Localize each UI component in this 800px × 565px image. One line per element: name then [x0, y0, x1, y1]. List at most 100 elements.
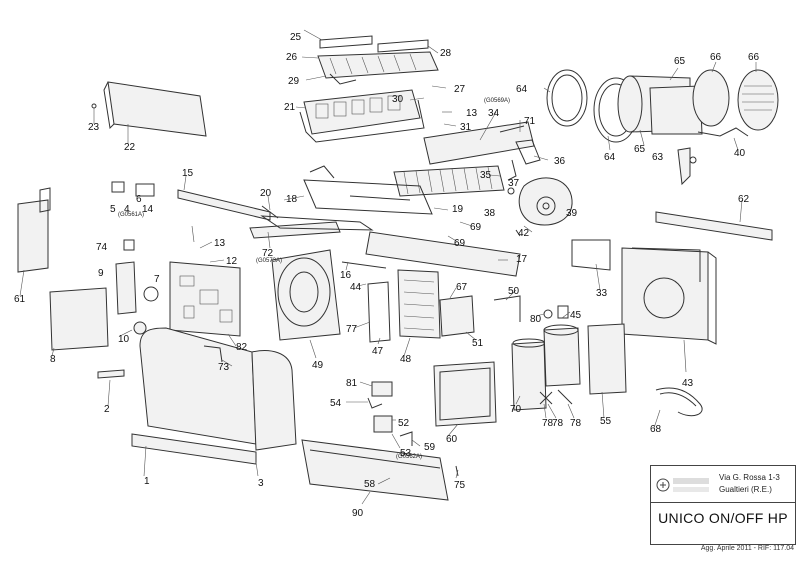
- part-label-90: 90: [352, 508, 364, 519]
- part-label-30: 30: [392, 94, 404, 105]
- part-label-55: 55: [600, 416, 612, 427]
- part-label-66: 66: [710, 52, 722, 63]
- part-label-36: 36: [554, 156, 566, 167]
- part-label-66: 66: [748, 52, 760, 63]
- part-label-64: 64: [516, 84, 528, 95]
- code-g0569a: (G0569A): [484, 98, 510, 104]
- part-label-78: 78: [570, 418, 582, 429]
- part-label-42: 42: [518, 228, 530, 239]
- part-label-81: 81: [346, 378, 358, 389]
- base-tray: [301, 439, 459, 501]
- part-label-65: 65: [674, 56, 686, 67]
- part-label-3: 3: [258, 478, 264, 489]
- condenser-coil: [367, 269, 441, 343]
- part-label-60: 60: [446, 434, 458, 445]
- chassis-frame: [303, 165, 433, 215]
- part-label-12: 12: [226, 256, 238, 267]
- part-label-2: 2: [104, 404, 110, 415]
- centrifugal-blower: [271, 249, 341, 341]
- part-label-7: 7: [154, 274, 160, 285]
- title-block-header: Via G. Rossa 1-3 Gualtieri (R.E.): [651, 466, 795, 503]
- part-label-70: 70: [510, 404, 522, 415]
- part-label-16: 16: [340, 270, 352, 281]
- power-cable: [655, 387, 703, 417]
- part-label-31: 31: [460, 122, 472, 133]
- address-line-2: Gualtieri (R.E.): [719, 485, 772, 494]
- part-label-80: 80: [530, 314, 542, 325]
- part-label-4: 4: [124, 204, 130, 215]
- left-side-panel: [17, 187, 51, 273]
- part-label-75: 75: [454, 480, 466, 491]
- part-label-69: 69: [454, 238, 466, 249]
- olimpia-splendid-logo: [656, 478, 709, 492]
- part-label-49: 49: [312, 360, 324, 371]
- part-label-5: 5: [110, 204, 116, 215]
- electronic-board: [111, 181, 241, 337]
- part-label-74: 74: [96, 242, 108, 253]
- part-label-78: 78: [542, 418, 554, 429]
- part-label-62: 62: [738, 194, 750, 205]
- part-label-34: 34: [488, 108, 500, 119]
- part-label-82: 82: [236, 342, 248, 353]
- part-label-48: 48: [400, 354, 412, 365]
- filter-grille-assembly: [299, 35, 439, 143]
- tangential-fan: [393, 165, 515, 197]
- part-label-69: 69: [470, 222, 482, 233]
- part-label-23: 23: [88, 122, 100, 133]
- part-label-35: 35: [480, 170, 492, 181]
- front-cabinet: [97, 327, 297, 465]
- part-label-45: 45: [570, 310, 582, 321]
- part-label-26: 26: [286, 52, 298, 63]
- part-label-50: 50: [508, 286, 520, 297]
- part-label-22: 22: [124, 142, 136, 153]
- part-label-61: 61: [14, 294, 26, 305]
- part-label-63: 63: [652, 152, 664, 163]
- part-label-47: 47: [372, 346, 384, 357]
- part-label-43: 43: [682, 378, 694, 389]
- rear-panel: [571, 239, 717, 345]
- part-label-78: 78: [552, 418, 564, 429]
- drain-pump-assembly: [439, 295, 521, 337]
- part-label-15: 15: [182, 168, 194, 179]
- part-label-44: 44: [350, 282, 362, 293]
- part-label-28: 28: [440, 48, 452, 59]
- air-filter: [433, 361, 497, 427]
- part-label-8: 8: [50, 354, 56, 365]
- part-number-labels: 1234567891012131314151617181920212223252…: [14, 32, 760, 519]
- part-label-1: 1: [144, 476, 150, 487]
- code-g0561a: (G0561A): [118, 212, 144, 218]
- compressor-group: [511, 305, 627, 411]
- address-line-1: Via G. Rossa 1-3: [719, 473, 780, 482]
- part-label-40: 40: [734, 148, 746, 159]
- part-label-58: 58: [364, 479, 376, 490]
- model-title: UNICO ON/OFF HP: [658, 510, 788, 526]
- part-label-10: 10: [118, 334, 130, 345]
- part-label-14: 14: [142, 204, 154, 215]
- company-address: Via G. Rossa 1-3 Gualtieri (R.E.): [719, 472, 780, 496]
- part-label-59: 59: [424, 442, 436, 453]
- part-label-20: 20: [260, 188, 272, 199]
- control-switch-group: [367, 381, 413, 446]
- part-label-9: 9: [98, 268, 104, 279]
- part-label-33: 33: [596, 288, 608, 299]
- part-label-68: 68: [650, 424, 662, 435]
- wall-pipe-kit: [546, 69, 779, 186]
- fan-motor: [515, 177, 573, 237]
- part-label-27: 27: [454, 84, 466, 95]
- part-label-13: 13: [466, 108, 478, 119]
- part-label-6: 6: [136, 194, 142, 205]
- part-label-51: 51: [472, 338, 484, 349]
- louver-strips: [177, 189, 374, 239]
- wall-bracket: [655, 211, 773, 241]
- part-label-13: 13: [214, 238, 226, 249]
- part-label-37: 37: [508, 178, 520, 189]
- part-label-67: 67: [456, 282, 468, 293]
- part-label-39: 39: [566, 208, 578, 219]
- code-g0562a: (G0562A): [396, 454, 422, 460]
- part-label-53: 53: [400, 448, 412, 459]
- part-label-18: 18: [286, 194, 298, 205]
- part-label-73: 73: [218, 362, 230, 373]
- revision-note: Agg. Aprile 2011 - RIF: 117.04: [700, 545, 794, 552]
- code-g0573a: (G0573A): [256, 258, 282, 264]
- part-label-52: 52: [398, 418, 410, 429]
